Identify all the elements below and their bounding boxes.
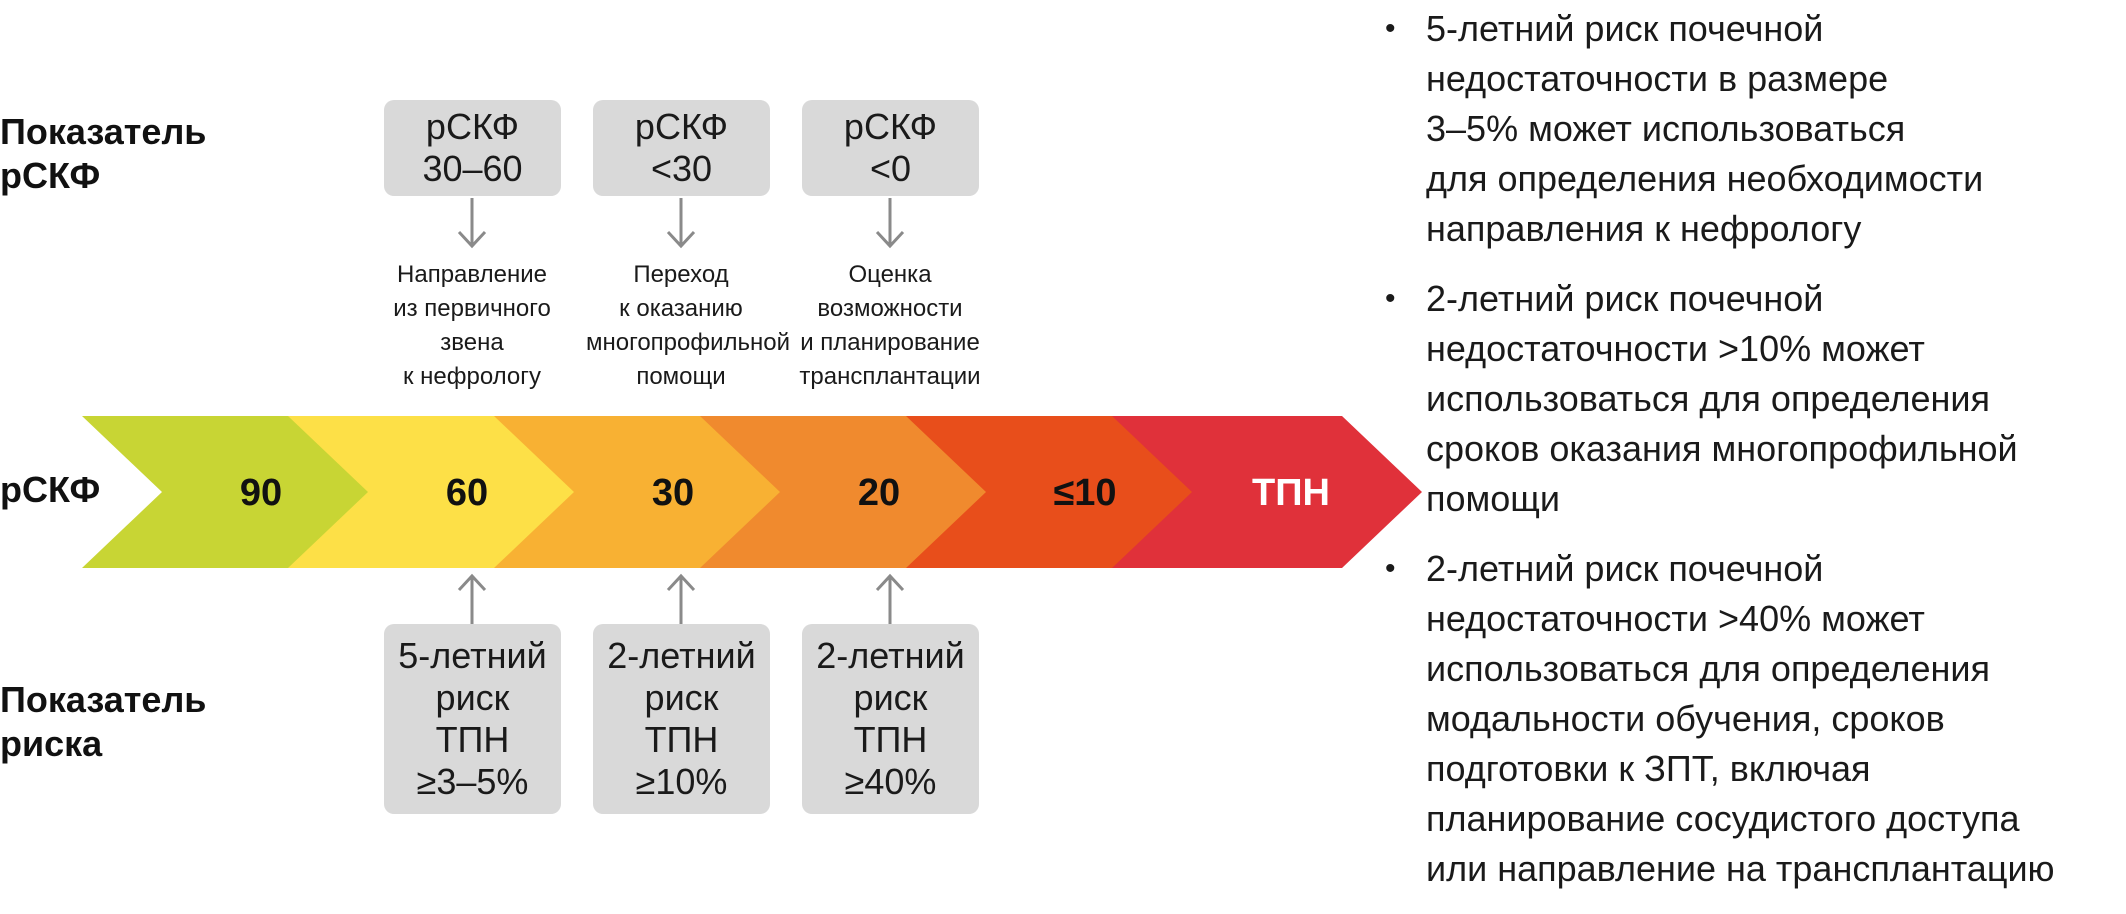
action-note: Направление из первичного звена к нефрол…: [377, 258, 567, 394]
chevron-stage: [1112, 416, 1422, 568]
egfr-threshold-box: рСКФ <30: [593, 100, 770, 196]
row-label-egfr: рСКФ: [0, 469, 101, 510]
up-arrow-icon: [875, 573, 905, 624]
action-note-line: возможности: [817, 295, 963, 322]
down-arrow-icon: [457, 198, 487, 249]
egfr-threshold-title: рСКФ: [634, 106, 729, 147]
chevron-stage: [288, 416, 598, 568]
risk-line: ≥3–5%: [416, 761, 529, 802]
explanation-list: 5-летний риск почечной недостаточности в…: [1380, 4, 2120, 914]
chevron-stage-label: 30: [652, 472, 694, 514]
chevron-stage: [700, 416, 1010, 568]
action-note-line: трансплантации: [799, 363, 981, 390]
action-note-line: Переход: [633, 261, 729, 288]
action-note-line: из первичного: [393, 295, 551, 322]
egfr-threshold-value: <30: [650, 148, 713, 189]
egfr-threshold-title: рСКФ: [843, 106, 938, 147]
risk-line: ТПН: [435, 719, 510, 760]
chevron-stage-label: 60: [446, 472, 488, 514]
action-note-line: многопрофильной: [586, 329, 791, 356]
risk-threshold-box: 5-летний риск ТПН ≥3–5%: [384, 624, 561, 814]
row-label-egfr-indicator: Показатель рСКФ: [0, 111, 207, 196]
action-note: Оценка возможности и планирование трансп…: [795, 258, 985, 394]
action-note-line: помощи: [636, 363, 726, 390]
explanation-item: 2-летний риск почечной недостаточности >…: [1380, 274, 2120, 524]
up-arrow-icon: [666, 573, 696, 624]
action-note-line: звена: [440, 329, 504, 356]
risk-line: риск: [435, 677, 510, 718]
egfr-threshold-value: <0: [869, 148, 912, 189]
row-label-risk-indicator: Показатель риска: [0, 679, 207, 764]
down-arrow-icon: [666, 198, 696, 249]
risk-threshold-box: 2-летний риск ТПН ≥40%: [802, 624, 979, 814]
explanation-item: 5-летний риск почечной недостаточности в…: [1380, 4, 2120, 254]
risk-line: 2-летний: [816, 635, 965, 676]
egfr-threshold-box: рСКФ 30–60: [384, 100, 561, 196]
action-note-line: и планирование: [800, 329, 980, 356]
explanation-item: 2-летний риск почечной недостаточности >…: [1380, 544, 2120, 894]
risk-line: 2-летний: [607, 635, 756, 676]
chevron-stage-label: ТПН: [1252, 472, 1330, 514]
chevron-stage: [494, 416, 804, 568]
egfr-threshold-box: рСКФ <0: [802, 100, 979, 196]
risk-line: ТПН: [644, 719, 719, 760]
egfr-threshold-title: рСКФ: [425, 106, 520, 147]
chevron-stage-label: ≤10: [1053, 472, 1116, 514]
action-note-line: Оценка: [848, 261, 932, 288]
down-arrow-icon: [875, 198, 905, 249]
action-note-line: к нефрологу: [402, 363, 542, 390]
action-note-line: Направление: [397, 261, 547, 288]
up-arrow-icon: [457, 573, 487, 624]
risk-line: риск: [644, 677, 719, 718]
chevron-stage-label: 20: [858, 472, 900, 514]
egfr-threshold-value: 30–60: [422, 148, 523, 189]
risk-line: ≥10%: [635, 761, 728, 802]
risk-line: риск: [853, 677, 928, 718]
risk-threshold-box: 2-летний риск ТПН ≥10%: [593, 624, 770, 814]
action-note: Переход к оказанию многопрофильной помощ…: [586, 258, 791, 394]
chevron-stage-label: 90: [240, 472, 282, 514]
chevron-stage: [906, 416, 1216, 568]
risk-line: ТПН: [853, 719, 928, 760]
action-note-line: к оказанию: [619, 295, 743, 322]
chevron-stage: [82, 416, 392, 568]
risk-line: ≥40%: [844, 761, 937, 802]
risk-line: 5-летний: [398, 635, 547, 676]
